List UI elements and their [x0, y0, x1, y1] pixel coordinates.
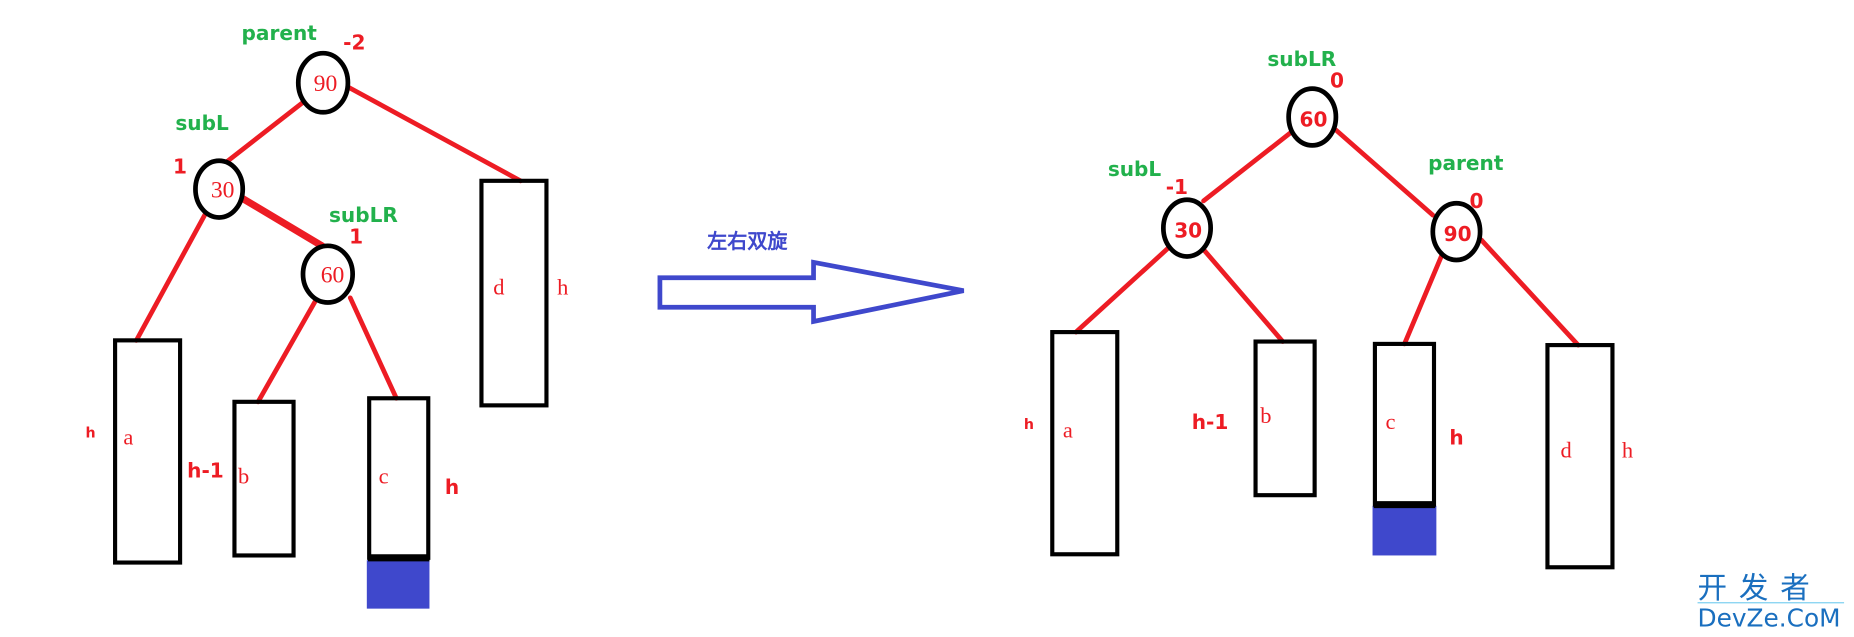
subtree-b-height: h-1 — [187, 458, 224, 482]
edge-60-c — [347, 295, 399, 401]
subtree-c-height: h — [445, 475, 459, 499]
edge-30-60 — [239, 195, 326, 250]
parent-balance: 0 — [1469, 189, 1483, 213]
subLR-balance: 0 — [1330, 68, 1344, 92]
tree-after: 60 30 90 subLR 0 subL -1 parent 0 a h b … — [1024, 47, 1633, 570]
subtree-b-height: h-1 — [1192, 410, 1229, 434]
watermark-line1: 开发者 — [1698, 571, 1822, 605]
subLR-label: subLR — [329, 203, 398, 227]
subtree-d — [1545, 343, 1615, 570]
right-arrow-icon — [657, 259, 965, 325]
node-90-value: 90 — [314, 71, 338, 97]
edge-90-d — [1478, 237, 1581, 348]
node-60-value: 60 — [321, 262, 345, 288]
rotation-arrow: 左右双旋 — [657, 229, 965, 325]
node-90 — [295, 50, 351, 115]
subL-label: subL — [1108, 157, 1162, 181]
node-60 — [300, 243, 355, 305]
edge-30-b — [1200, 245, 1286, 344]
watermark-line2: DevZe.CoM — [1698, 603, 1841, 632]
node-30 — [193, 158, 246, 220]
parent-label: parent — [1428, 151, 1504, 175]
subLR-balance: 1 — [349, 224, 363, 248]
subtree-d — [479, 178, 549, 408]
subtree-b — [232, 399, 296, 558]
tree-before: 90 30 60 parent -2 subL 1 subLR 1 d h a … — [86, 21, 568, 609]
node-90-value: 90 — [1444, 222, 1472, 246]
rotation-label: 左右双旋 — [707, 229, 788, 253]
subtree-a-height: h — [86, 425, 96, 441]
subLR-label: subLR — [1267, 47, 1336, 71]
node-60 — [1286, 86, 1339, 148]
inserted-node-block — [1372, 505, 1437, 556]
subtree-d-height: h — [1622, 437, 1633, 462]
edge-60-30 — [1201, 130, 1294, 204]
node-30-value: 30 — [211, 177, 235, 203]
subtree-a-height: h — [1024, 417, 1034, 433]
node-30 — [1161, 197, 1213, 259]
parent-balance: -2 — [343, 31, 365, 55]
subtree-c-height: h — [1449, 425, 1463, 449]
subL-balance: -1 — [1166, 175, 1188, 199]
subtree-d-label: d — [493, 274, 504, 299]
subtree-d-label: d — [1560, 437, 1571, 462]
subtree-d-height: h — [557, 274, 568, 299]
subL-balance: 1 — [173, 155, 187, 179]
node-60-value: 60 — [1299, 107, 1327, 131]
edge-30-a — [1073, 245, 1171, 335]
parent-label: parent — [242, 21, 318, 45]
subtree-c-label: c — [1386, 409, 1396, 434]
subtree-a — [113, 338, 183, 565]
watermark-logo: 开发者 DevZe.CoM — [1698, 571, 1845, 632]
subtree-c — [1372, 341, 1437, 507]
edge-90-d — [344, 83, 523, 184]
subtree-b — [1253, 339, 1317, 498]
subL-label: subL — [175, 111, 229, 135]
subtree-b-label: b — [1260, 403, 1271, 428]
subtree-a — [1050, 330, 1120, 557]
node-30-value: 30 — [1174, 219, 1202, 243]
subtree-a-label: a — [1063, 417, 1073, 442]
subtree-b-label: b — [238, 463, 249, 488]
edge-30-a — [133, 208, 210, 343]
edge-60-90 — [1333, 127, 1436, 218]
subtree-a-label: a — [123, 424, 133, 449]
node-90 — [1430, 200, 1483, 263]
inserted-node-block — [366, 560, 430, 609]
edge-90-30 — [222, 98, 308, 166]
edge-90-c — [1402, 251, 1445, 347]
subtree-c-label: c — [379, 463, 389, 488]
edge-60-b — [255, 295, 320, 405]
